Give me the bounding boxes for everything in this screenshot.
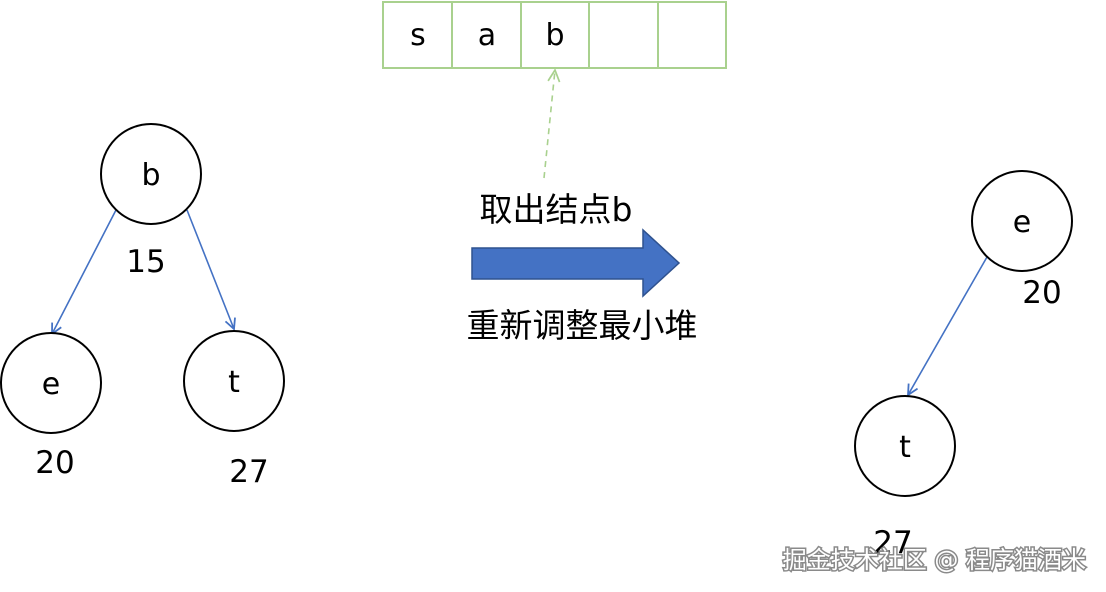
left-tree-right-node: t: [183, 330, 285, 432]
array-cell-2: [520, 1, 590, 69]
left-child-weight: 20: [35, 445, 74, 481]
array-cell-3: [588, 1, 659, 69]
caption-readjust: 重新调整最小堆: [467, 306, 698, 345]
left-tree-root-node: b: [100, 123, 202, 225]
dashed-pointer-arrow: [543, 70, 555, 179]
right-tree-child-node: t: [854, 395, 956, 497]
right-tree-child-weight: 27: [873, 525, 912, 561]
watermark-text: 掘金技术社区 @ 程序猫酒米: [783, 546, 1086, 574]
right-tree-root-node: e: [971, 170, 1073, 272]
caption-take-out: 取出结点b: [480, 190, 633, 229]
left-child-label: e: [42, 367, 60, 402]
left-tree-left-node: e: [0, 332, 102, 434]
right-tree-root-label: e: [1013, 205, 1031, 240]
left-root-weight: 15: [126, 244, 165, 280]
heap-array: s a b: [382, 1, 727, 69]
edge-e-to-t: [908, 256, 988, 395]
right-tree-root-weight: 20: [1022, 275, 1061, 311]
left-root-label: b: [141, 158, 160, 193]
right-child-weight: 27: [229, 454, 268, 490]
right-child-label: t: [228, 365, 240, 400]
edge-b-to-e: [52, 209, 117, 334]
big-right-arrow: [471, 228, 681, 298]
right-tree-child-label: t: [899, 430, 911, 465]
array-cell-1-text: a: [478, 18, 496, 53]
array-cell-0: [382, 1, 453, 69]
array-cell-2-text: b: [545, 18, 564, 53]
array-cell-4: [657, 1, 727, 69]
edge-b-to-t: [186, 209, 234, 329]
array-cell-0-text: s: [410, 18, 426, 53]
array-cell-1: [451, 1, 522, 69]
